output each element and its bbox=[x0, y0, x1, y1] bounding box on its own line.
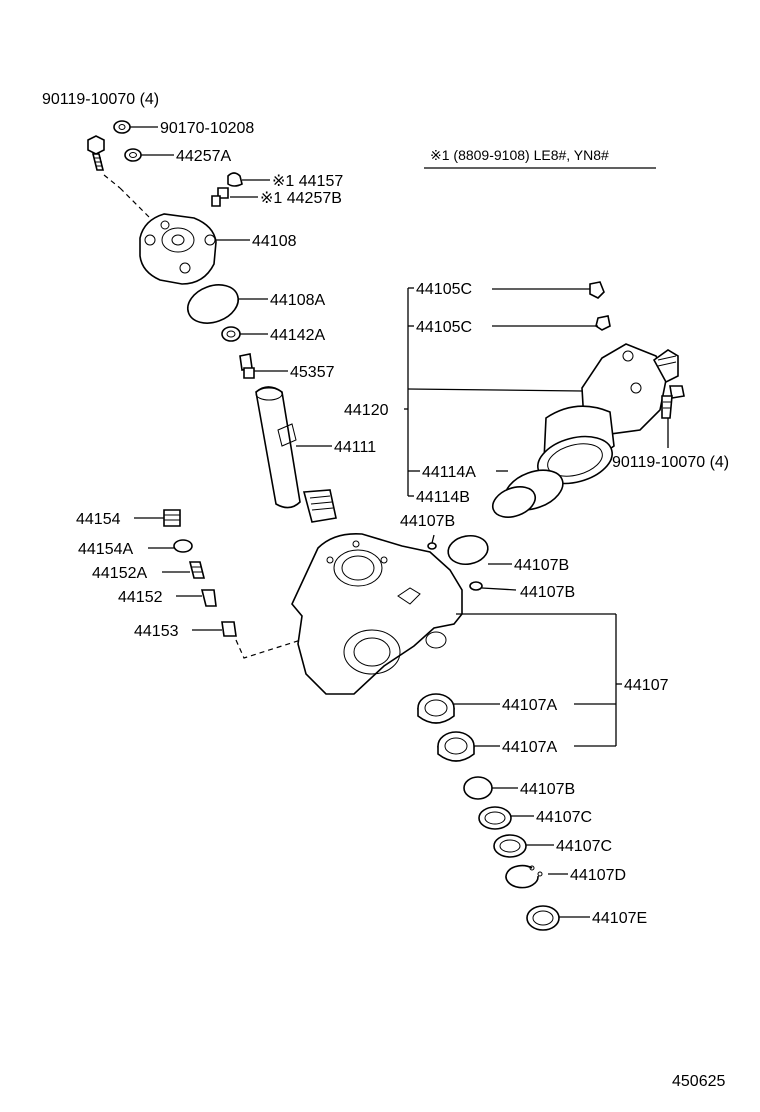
label-44105C-1: 44105C bbox=[416, 281, 472, 298]
oring-44107B-2-part bbox=[447, 534, 489, 566]
label-44157: ※1 44157 bbox=[272, 173, 343, 190]
label-44108: 44108 bbox=[252, 233, 297, 250]
ring-44142A-part bbox=[221, 326, 241, 342]
screw-44105C-2-part bbox=[595, 315, 611, 331]
label-bolt-right: 90119-10070 (4) bbox=[612, 454, 729, 471]
oring-44154A-part bbox=[173, 539, 193, 553]
label-44114B: 44114B bbox=[416, 489, 470, 506]
oring-44107B-1-part bbox=[427, 542, 437, 550]
top-bolt-part bbox=[87, 135, 105, 171]
oring-44107B-3-part bbox=[469, 581, 483, 591]
label-44107D: 44107D bbox=[570, 867, 626, 884]
label-44107B-4: 44107B bbox=[520, 781, 575, 798]
ring-44257A-part bbox=[124, 148, 142, 162]
label-44107C-2: 44107C bbox=[556, 838, 612, 855]
screw-44257B-part bbox=[211, 187, 229, 207]
seal-44107C-2-part bbox=[493, 834, 527, 858]
screw-44152A-part bbox=[188, 561, 206, 579]
screw-44105C-1-part bbox=[589, 281, 605, 299]
seal-44107E-part bbox=[526, 905, 560, 931]
cap-44153-part bbox=[221, 621, 237, 637]
snap-ring-44107D-part bbox=[505, 864, 543, 889]
plug-44154-part bbox=[163, 509, 181, 527]
label-44152A: 44152A bbox=[92, 565, 147, 582]
label-bolt-top: 90119-10070 (4) bbox=[42, 91, 159, 108]
label-44257A: 44257A bbox=[176, 148, 231, 165]
shaft-44111-part bbox=[255, 386, 337, 523]
valve-body-44120-part bbox=[537, 343, 679, 485]
catalog-number: 450625 bbox=[672, 1073, 725, 1090]
label-44152: 44152 bbox=[118, 589, 163, 606]
label-44107B-1: 44107B bbox=[400, 513, 455, 530]
washer-top-part bbox=[113, 120, 131, 134]
ring-44114B-part bbox=[491, 486, 537, 518]
housing-44107-part bbox=[291, 532, 463, 695]
label-44120: 44120 bbox=[344, 402, 389, 419]
cover-44108-part bbox=[139, 213, 217, 285]
label-44107A-2: 44107A bbox=[502, 739, 557, 756]
nut-44152-part bbox=[200, 589, 217, 607]
label-44107B-3: 44107B bbox=[520, 584, 575, 601]
label-45357: 45357 bbox=[290, 364, 335, 381]
label-washer-top: 90170-10208 bbox=[160, 120, 254, 137]
leader-lines bbox=[130, 126, 669, 918]
label-44114A: 44114A bbox=[422, 464, 476, 481]
label-44142A: 44142A bbox=[270, 327, 325, 344]
valve-44157-part bbox=[227, 172, 243, 187]
label-44107C-1: 44107C bbox=[536, 809, 592, 826]
oring-44108A-part bbox=[187, 284, 239, 324]
label-44107B-2: 44107B bbox=[514, 557, 569, 574]
label-44107E: 44107E bbox=[592, 910, 647, 927]
seal-44107C-1-part bbox=[478, 806, 512, 830]
label-44108A: 44108A bbox=[270, 292, 325, 309]
screw-45357-part bbox=[239, 353, 255, 379]
label-44107A-1: 44107A bbox=[502, 697, 557, 714]
label-44153: 44153 bbox=[134, 623, 179, 640]
label-44154: 44154 bbox=[76, 511, 121, 528]
bearing-44107A-2-part bbox=[437, 731, 475, 762]
bolt-right-part bbox=[661, 385, 685, 419]
oring-44107B-4-part bbox=[463, 776, 493, 800]
label-44257B: ※1 44257B bbox=[260, 190, 342, 207]
bearing-44107A-1-part bbox=[417, 693, 455, 724]
label-44111: 44111 bbox=[334, 439, 376, 456]
label-44107: 44107 bbox=[624, 677, 669, 694]
label-44105C-2: 44105C bbox=[416, 319, 472, 336]
label-44154A: 44154A bbox=[78, 541, 133, 558]
applicability-note: ※1 (8809-9108) LE8#, YN8# bbox=[430, 147, 609, 163]
